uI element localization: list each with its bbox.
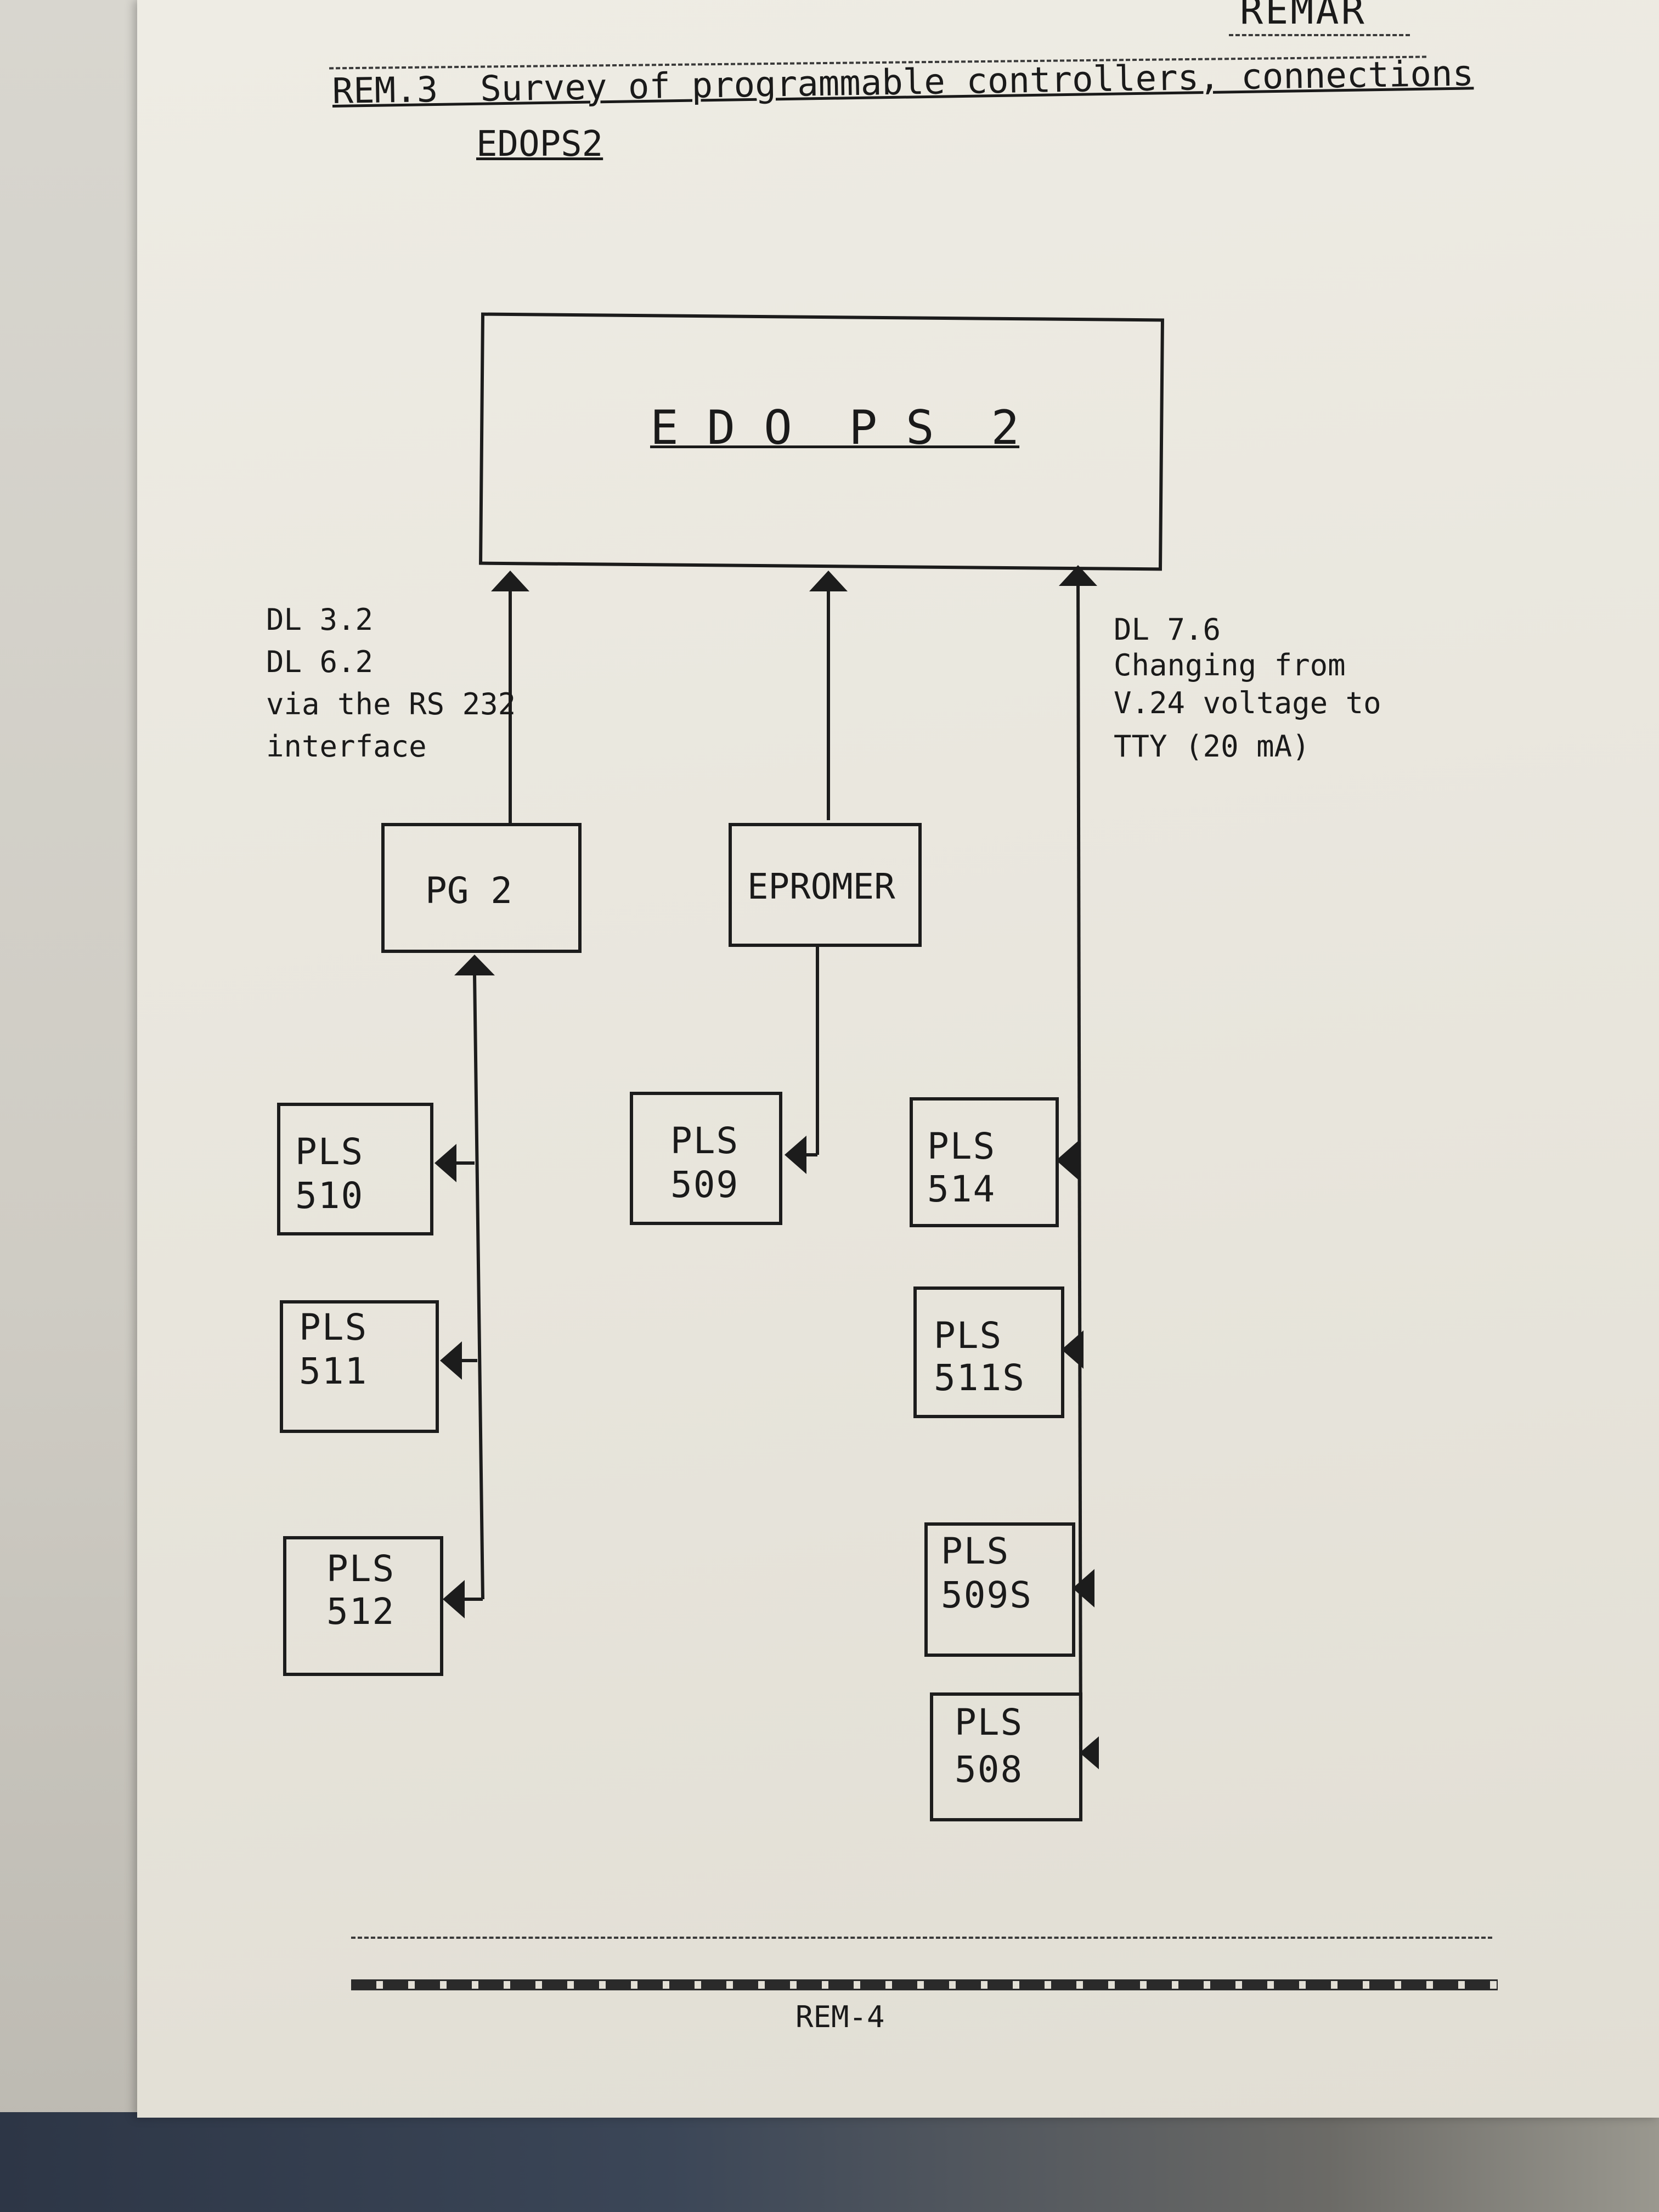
- left-note-line-4: interface: [266, 729, 427, 764]
- right-note-line-4: TTY (20 mA): [1114, 729, 1310, 764]
- pls-509-label-line1: PLS: [670, 1120, 740, 1162]
- arrow-up-epromer-to-edops: [809, 571, 848, 591]
- pls-510-box: [277, 1103, 433, 1235]
- arrow-to-pls-509: [785, 1136, 806, 1174]
- arrow-up-to-pg2: [454, 955, 495, 975]
- right-note-line-1: DL 7.6: [1114, 612, 1221, 647]
- floor-background: [0, 2112, 1659, 2212]
- pls-511s-label-line2: 511S: [934, 1357, 1025, 1399]
- pls-509s-label-line2: 509S: [941, 1574, 1032, 1616]
- edops2-label: E D O P S 2: [650, 400, 1020, 455]
- pls-509-label-line2: 509: [670, 1164, 740, 1206]
- pls-510-label-line2: 510: [295, 1175, 364, 1217]
- arrow-to-pls-509s: [1073, 1569, 1094, 1607]
- pls-512-label-line2: 512: [326, 1590, 396, 1633]
- page-subtitle: EDOPS2: [476, 124, 603, 165]
- pls-511s-label-line1: PLS: [934, 1314, 1003, 1357]
- arrow-to-pls-514: [1056, 1141, 1078, 1180]
- pls-508-label-line1: PLS: [955, 1701, 1024, 1743]
- pls-514-box: [910, 1097, 1059, 1227]
- epromer-label: EPROMER: [747, 867, 895, 907]
- header-dashed-rule-top: [1229, 34, 1410, 36]
- pls-511-label-line1: PLS: [299, 1306, 368, 1348]
- arrow-to-pls-511: [440, 1341, 462, 1380]
- arrow-to-pls-511s: [1062, 1330, 1084, 1369]
- pls-511s-box: [913, 1286, 1064, 1418]
- left-note-line-1: DL 3.2: [266, 602, 374, 637]
- pls-512-label-line1: PLS: [326, 1548, 396, 1590]
- pls-509-box: [630, 1092, 782, 1225]
- page-number: REM-4: [795, 2000, 885, 2034]
- footer-heavy-rule: [351, 1979, 1498, 1990]
- pls-514-label-line1: PLS: [927, 1125, 996, 1167]
- arrow-to-pls-508: [1080, 1736, 1099, 1769]
- pg2-label: PG 2: [425, 870, 512, 912]
- pls-514-label-line2: 514: [927, 1168, 996, 1210]
- pls-512-box: [283, 1536, 443, 1676]
- footer-dashed-rule: [351, 1937, 1492, 1939]
- arrow-up-pg2-to-edops: [491, 571, 529, 591]
- pls-509s-box: [924, 1522, 1075, 1657]
- epromer-box: [729, 823, 922, 947]
- pls-511-label-line2: 511: [299, 1350, 368, 1392]
- document-page: [137, 0, 1659, 2118]
- arrow-to-pls-510: [435, 1144, 456, 1182]
- right-note-line-3: V.24 voltage to: [1114, 686, 1381, 720]
- pls-508-label-line2: 508: [955, 1748, 1024, 1791]
- pls-508-box: [930, 1692, 1082, 1821]
- arrow-to-pls-512: [443, 1580, 465, 1618]
- corner-header: REMAR: [1240, 0, 1367, 33]
- right-note-line-2: Changing from: [1114, 648, 1346, 682]
- pg2-box: [381, 823, 582, 953]
- left-note-line-2: DL 6.2: [266, 645, 374, 679]
- left-note-line-3: via the RS 232: [266, 687, 516, 721]
- pls-509s-label-line1: PLS: [941, 1530, 1010, 1572]
- arrow-up-tty-to-edops: [1059, 565, 1097, 586]
- pls-511-box: [280, 1300, 439, 1433]
- pls-510-label-line1: PLS: [295, 1131, 364, 1173]
